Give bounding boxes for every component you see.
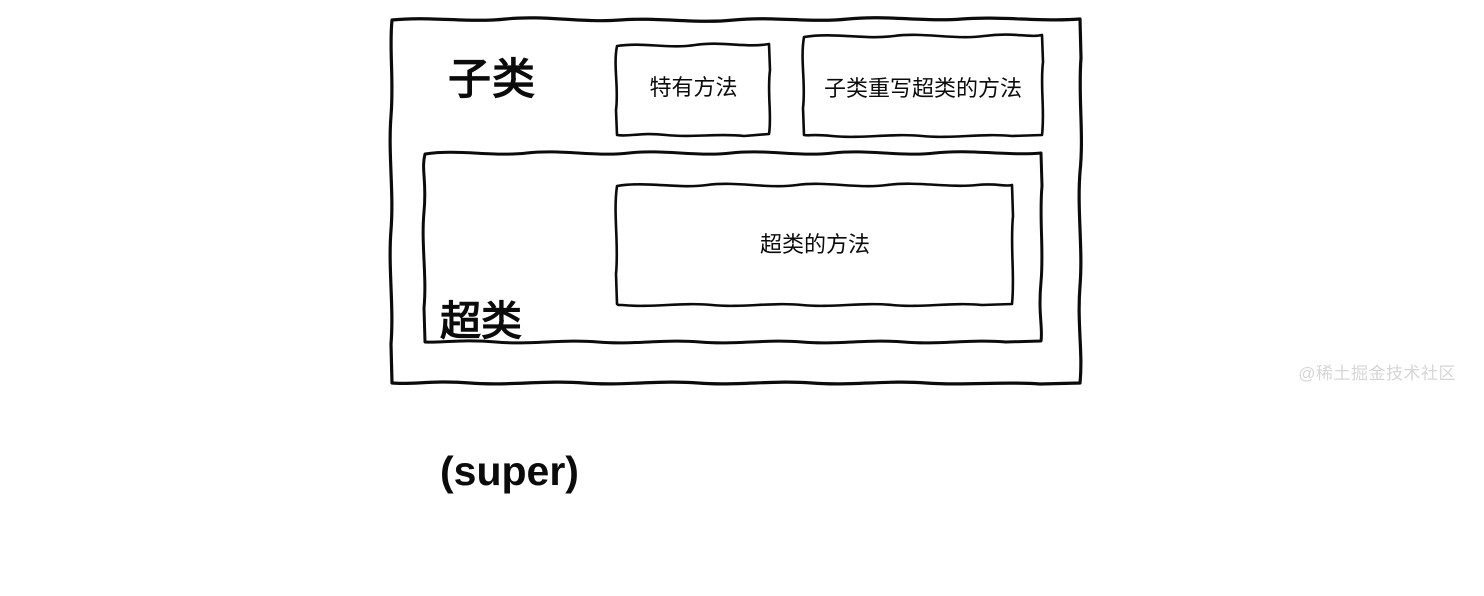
diagram-canvas: 子类 超类 (super) 特有方法 子类重写超类的方法 超类的方法 @稀土掘金… — [388, 16, 1456, 494]
superclass-title-line-1: 超类 — [440, 298, 522, 345]
super-method-box-label: 超类的方法 — [759, 232, 870, 257]
unique-method-box-shape — [614, 42, 772, 138]
subclass-outer-box-shape — [388, 16, 1084, 386]
watermark-text: @稀土掘金技术社区 — [1298, 364, 1456, 383]
superclass-title-line-2: (super) — [440, 448, 579, 495]
override-method-box-label: 子类重写超类的方法 — [823, 76, 1022, 101]
subclass-title-label: 子类 — [448, 56, 536, 104]
unique-method-box-label: 特有方法 — [649, 75, 738, 100]
override-method-box-shape — [801, 33, 1045, 139]
super-method-box-shape — [614, 182, 1015, 308]
superclass-container-box-shape — [421, 150, 1044, 345]
superclass-title-label: 超类 (super) — [440, 196, 604, 596]
sketch-shapes-layer — [388, 16, 1084, 386]
